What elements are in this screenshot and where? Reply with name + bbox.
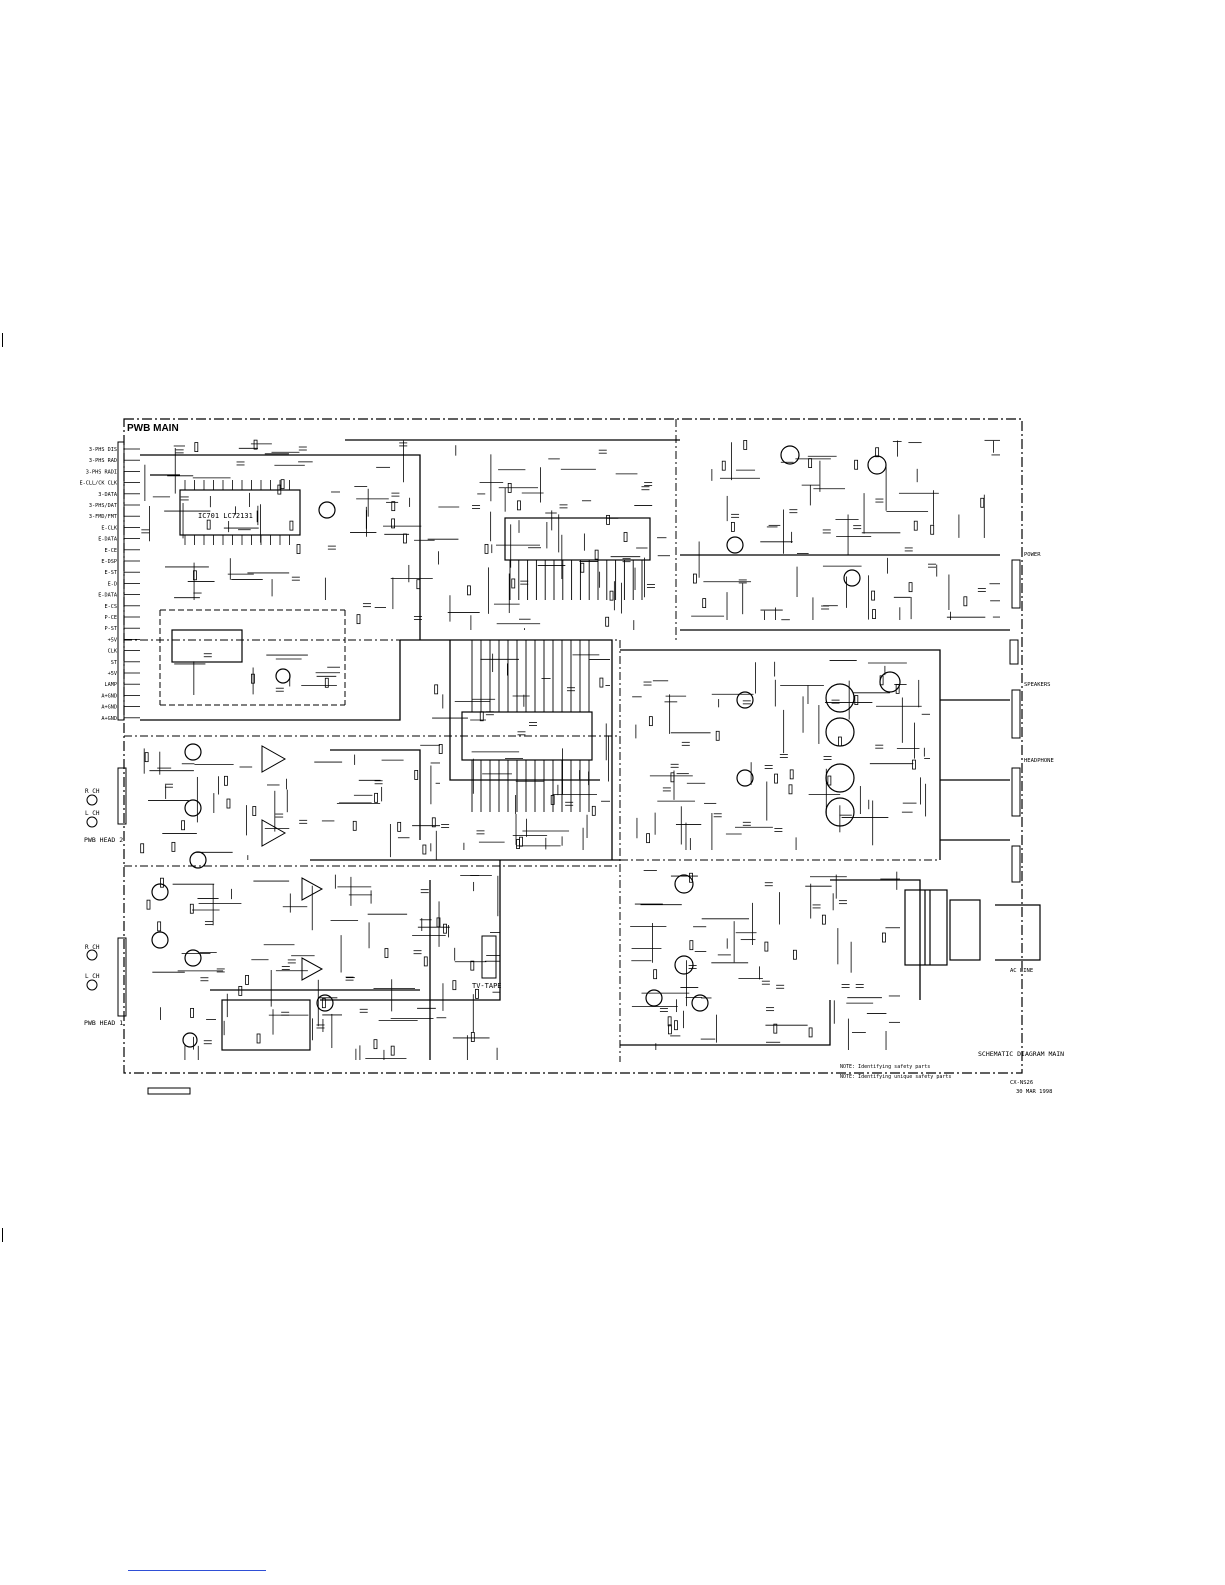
left-connector-label: E-DATA (98, 593, 118, 599)
board-title: PWB MAIN (127, 423, 179, 434)
bottom-left-tag (147, 1087, 191, 1095)
left-connector-label: E-DATA (98, 537, 118, 543)
tape-connector (1011, 845, 1021, 883)
board-outline (123, 418, 1023, 1074)
head1-r-jack (86, 949, 98, 961)
transistor-q2 (825, 717, 855, 747)
left-connector-label: 3-PHS/DAT (89, 503, 117, 509)
title-block-title: SCHEMATIC DIAGRAM MAIN (978, 1050, 1064, 1058)
left-connector-label: E-DSP (101, 559, 117, 565)
left-connector-label: +5V (108, 637, 117, 643)
transistor-q3 (825, 763, 855, 793)
transistor-q4 (825, 797, 855, 827)
headphone-connector (1011, 767, 1021, 817)
opamp-2 (261, 819, 287, 847)
margin-mark-bottom (2, 1228, 3, 1242)
left-connector-label: P-ST (105, 626, 118, 632)
head2-l-jack (86, 816, 98, 828)
left-connector-label: 3-PHS DIS (89, 447, 117, 453)
ic701-label: IC701 LC72131 (198, 512, 253, 520)
left-connector-label: 3-PHS RAD (89, 458, 117, 464)
left-connector-label: E-CE (105, 548, 118, 554)
fuse-block (1009, 639, 1019, 665)
tv-tape-switch (481, 935, 497, 979)
head1-l-label: L CH (85, 973, 100, 980)
power-transformer (904, 889, 1041, 966)
opamp-3 (301, 877, 324, 901)
left-connector-label: E-CS (105, 604, 118, 610)
left-connector-label: A+GND (101, 693, 117, 699)
title-block-code: CX-NS26 (1010, 1080, 1033, 1086)
ic701-body (179, 489, 301, 536)
ac-line-label: AC LINE (1010, 968, 1033, 974)
ic-volume-body (461, 711, 593, 761)
left-connector (117, 441, 125, 721)
opamp-4 (301, 957, 324, 981)
head2-r-label: R CH (85, 788, 100, 795)
left-connector-label: 3-DATA (98, 492, 118, 498)
head2-connector (117, 767, 127, 825)
head1-r-label: R CH (85, 944, 100, 951)
left-connector-label: A+GND (101, 716, 117, 722)
speaker-connector (1011, 689, 1021, 739)
footer-link[interactable] (128, 1570, 266, 1571)
headphone-label: HEADPHONE (1024, 758, 1054, 764)
ic-display-body (171, 629, 243, 663)
left-connector-label: A+GND (101, 705, 117, 711)
speakers-label: SPEAKERS (1024, 682, 1051, 688)
left-connector-label: E-ST (105, 570, 118, 576)
left-connector-label: +5V (108, 671, 117, 677)
tv-tape-label: TV-TAPE (472, 982, 502, 990)
title-block-note2: NOTE: Identifying unique safety parts (840, 1074, 951, 1080)
head2-r-jack (86, 794, 98, 806)
head2-label: PWB HEAD 2 (84, 836, 123, 844)
left-connector-label: E-CLK (101, 525, 117, 531)
margin-mark-top (2, 333, 3, 347)
head1-connector (117, 937, 127, 1017)
power-label: POWER (1024, 552, 1041, 558)
left-connector-label: 3-FMD/FMT (89, 514, 117, 520)
left-connector-label: ST (111, 660, 117, 666)
opamp-1 (261, 745, 287, 773)
title-block-date: 30 MAR 1998 (1016, 1089, 1052, 1095)
ic-mute-body (221, 999, 311, 1051)
head2-l-label: L CH (85, 810, 100, 817)
transistor-q1 (825, 683, 855, 713)
left-connector-label: LAMP (105, 682, 118, 688)
left-connector-label: E-CLL/CK CLK (80, 481, 118, 487)
left-connector-label: CLK (108, 649, 118, 655)
left-connector-label: E-D (108, 581, 117, 587)
ic-top-body (504, 517, 651, 561)
left-connector-label: 3-PHS RADI (86, 469, 117, 475)
power-connector (1011, 559, 1021, 609)
title-block-note1: NOTE: Identifying safety parts (840, 1064, 930, 1070)
head1-l-jack (86, 979, 98, 991)
left-connector-label: P-CE (105, 615, 118, 621)
head1-label: PWB HEAD 1 (84, 1019, 123, 1027)
